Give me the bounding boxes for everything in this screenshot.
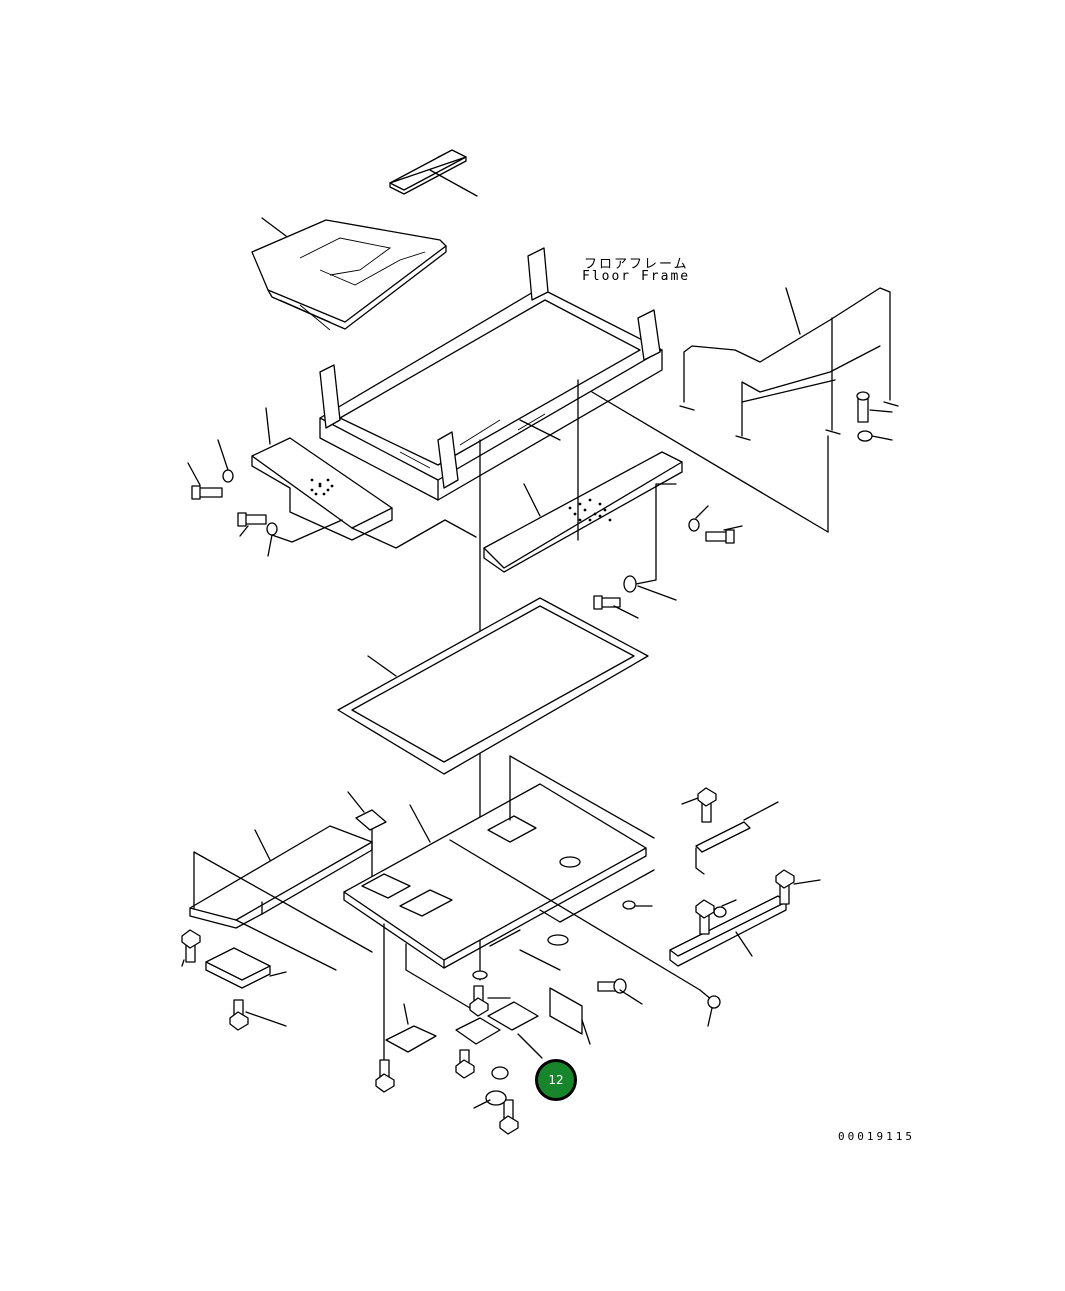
- vertical-bolts: [181, 787, 821, 1135]
- drawing-number: 00019115: [838, 1130, 915, 1143]
- small-pad: [347, 791, 387, 881]
- top-small-plate: [389, 149, 478, 197]
- right-angle-bar: [669, 801, 787, 967]
- hole-grid-left: [310, 478, 334, 496]
- hole-grid-right: [568, 498, 612, 522]
- right-cover: [483, 451, 683, 585]
- floor-mat: [251, 217, 447, 331]
- gasket: [337, 597, 649, 775]
- left-side-plate: [189, 825, 373, 971]
- main-floor-plate: [343, 755, 713, 1061]
- callout-marker[interactable]: 12: [535, 1059, 577, 1101]
- handrail: [679, 287, 899, 442]
- left-cover: [251, 407, 477, 549]
- bolts-and-washers: [187, 409, 893, 619]
- floor-frame-label-jp: フロアフレーム: [584, 257, 689, 272]
- floor-frame-label-en: Floor Frame: [582, 269, 691, 284]
- floor-frame: [319, 247, 663, 501]
- small-brackets: [205, 947, 591, 1059]
